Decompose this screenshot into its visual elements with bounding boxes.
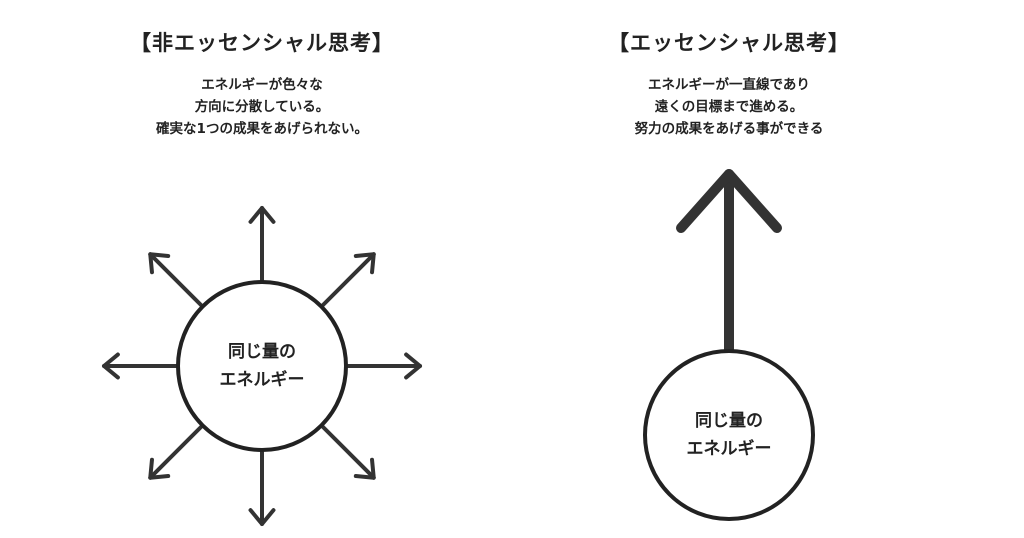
left-circle-label-line: エネルギー <box>219 370 305 390</box>
right-circle-label-line: エネルギー <box>686 439 772 459</box>
essential-description-line: 努力の成果をあげる事ができる <box>634 121 824 137</box>
scattered-arrows <box>102 206 422 526</box>
left-circle-label: 同じ量の エネルギー <box>220 338 305 394</box>
arrow-shaft-south-west <box>148 423 205 480</box>
arrow-head-north-west <box>148 252 171 275</box>
arrow-head-south-west <box>148 457 171 480</box>
arrow-head-south-east <box>353 457 376 480</box>
arrow-head-east <box>404 352 422 380</box>
arrow-head-north <box>248 206 276 224</box>
arrow-shaft-south-east <box>319 423 376 480</box>
right-energy-circle <box>643 349 815 521</box>
non-essential-description-line: 確実な1つの成果をあげられない。 <box>156 121 368 137</box>
arrow-head-west <box>102 352 120 380</box>
arrow-shaft-north-east <box>319 252 376 309</box>
straight-arrow <box>676 169 782 355</box>
arrow-shaft-north-west <box>148 252 205 309</box>
arrow-head-south <box>248 508 276 526</box>
essential-description-line: 遠くの目標まで進める。 <box>654 99 804 115</box>
left-circle-label-line: 同じ量の <box>228 342 296 362</box>
essential-title: 【エッセンシャル思考】 <box>608 31 850 55</box>
non-essential-description: エネルギーが色々な 方向に分散している。 確実な1つの成果をあげられない。 <box>156 74 368 140</box>
non-essential-title: 【非エッセンシャル思考】 <box>130 31 394 55</box>
right-circle-label: 同じ量の エネルギー <box>687 407 772 463</box>
arrow-head-north-east <box>353 252 376 275</box>
straight-arrow-head <box>676 169 782 233</box>
essential-description: エネルギーが一直線であり 遠くの目標まで進める。 努力の成果をあげる事ができる <box>635 74 824 140</box>
essential-description-line: エネルギーが一直線であり <box>648 77 810 93</box>
left-energy-circle <box>176 280 348 452</box>
right-circle-label-line: 同じ量の <box>695 411 763 431</box>
non-essential-description-line: エネルギーが色々な <box>201 77 323 93</box>
non-essential-description-line: 方向に分散している。 <box>194 99 330 115</box>
